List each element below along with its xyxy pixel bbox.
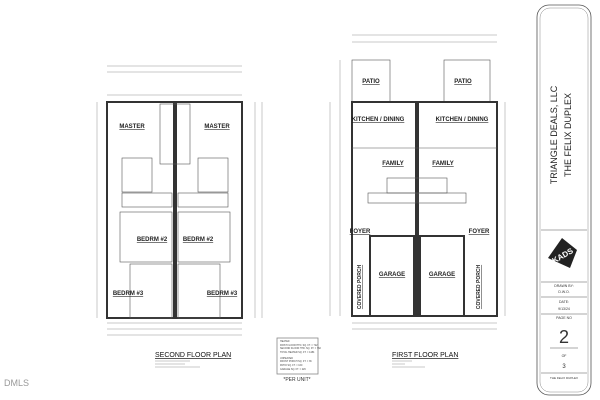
room-label: KITCHEN / DINING (352, 117, 405, 123)
room-label: BEDRM #2 (183, 237, 214, 243)
note-line: SECOND FLOOR HTD. SQ. FT. = 762 (280, 347, 322, 350)
total-pages: 3 (562, 364, 566, 370)
note-line: PATIO SQ. FT. = 160 (280, 364, 303, 367)
note-line: FRONT PORCH SQ. FT. = 36 (280, 360, 312, 363)
note-line: TOTAL HEATED SQ. FT. = 1484 (280, 351, 315, 354)
room-label: COVERED PORCH (476, 265, 482, 310)
room-label: FOYER (350, 229, 371, 235)
company-name: TRIANGLE DEALS, LLC (549, 85, 559, 184)
note-line: UNHEATED (280, 357, 293, 360)
page-number: 2 (559, 327, 569, 347)
room-label: FAMILY (382, 161, 403, 167)
room-label: KITCHEN / DINING (436, 117, 489, 123)
second-floor-plan: MASTER MASTER BEDRM #2 BEDRM #2 BEDRM #3… (96, 65, 263, 368)
first-floor-title: FIRST FLOOR PLAN (392, 352, 458, 359)
drawn-by-value: D.W.O. (558, 290, 569, 294)
room-label: BEDRM #3 (207, 291, 238, 297)
note-line: FIRST FLOOR HTD. SQ. FT. = 722 (280, 344, 318, 347)
room-label: PATIO (454, 79, 472, 85)
note-line: HEATED (280, 340, 290, 343)
room-label: PATIO (362, 79, 380, 85)
watermark: DMLS (4, 378, 29, 388)
footer-project: THE FELIX DUPLEX (550, 376, 578, 380)
room-label: MASTER (204, 124, 230, 130)
room-label: GARAGE (429, 272, 455, 278)
room-label: MASTER (119, 124, 145, 130)
project-name: THE FELIX DUPLEX (563, 93, 573, 177)
room-label: GARAGE (379, 272, 405, 278)
first-floor-plan: PATIO PATIO KITCHEN / DINING KITCHEN / D… (329, 34, 506, 368)
company-logo: KADS (548, 238, 577, 268)
of-label: OF (562, 354, 567, 358)
date-label: DATE: (559, 300, 569, 304)
second-floor-title: SECOND FLOOR PLAN (155, 352, 231, 359)
drawn-by-label: DRAWN BY: (554, 284, 574, 288)
per-unit-note: *PER UNIT* (283, 377, 310, 383)
room-label: FAMILY (432, 161, 453, 167)
room-label: BEDRM #2 (137, 237, 168, 243)
room-label: FOYER (469, 229, 490, 235)
area-notes: HEATED FIRST FLOOR HTD. SQ. FT. = 722 SE… (276, 337, 322, 383)
title-block: TRIANGLE DEALS, LLC THE FELIX DUPLEX KAD… (536, 4, 592, 396)
room-label: BEDRM #3 (113, 291, 144, 297)
note-line: GARAGE SQ. FT. = 226 (280, 368, 306, 371)
page-label: PAGE NO (556, 316, 572, 320)
date-value: 9/13/24 (558, 307, 570, 311)
room-label: COVERED PORCH (357, 265, 363, 310)
